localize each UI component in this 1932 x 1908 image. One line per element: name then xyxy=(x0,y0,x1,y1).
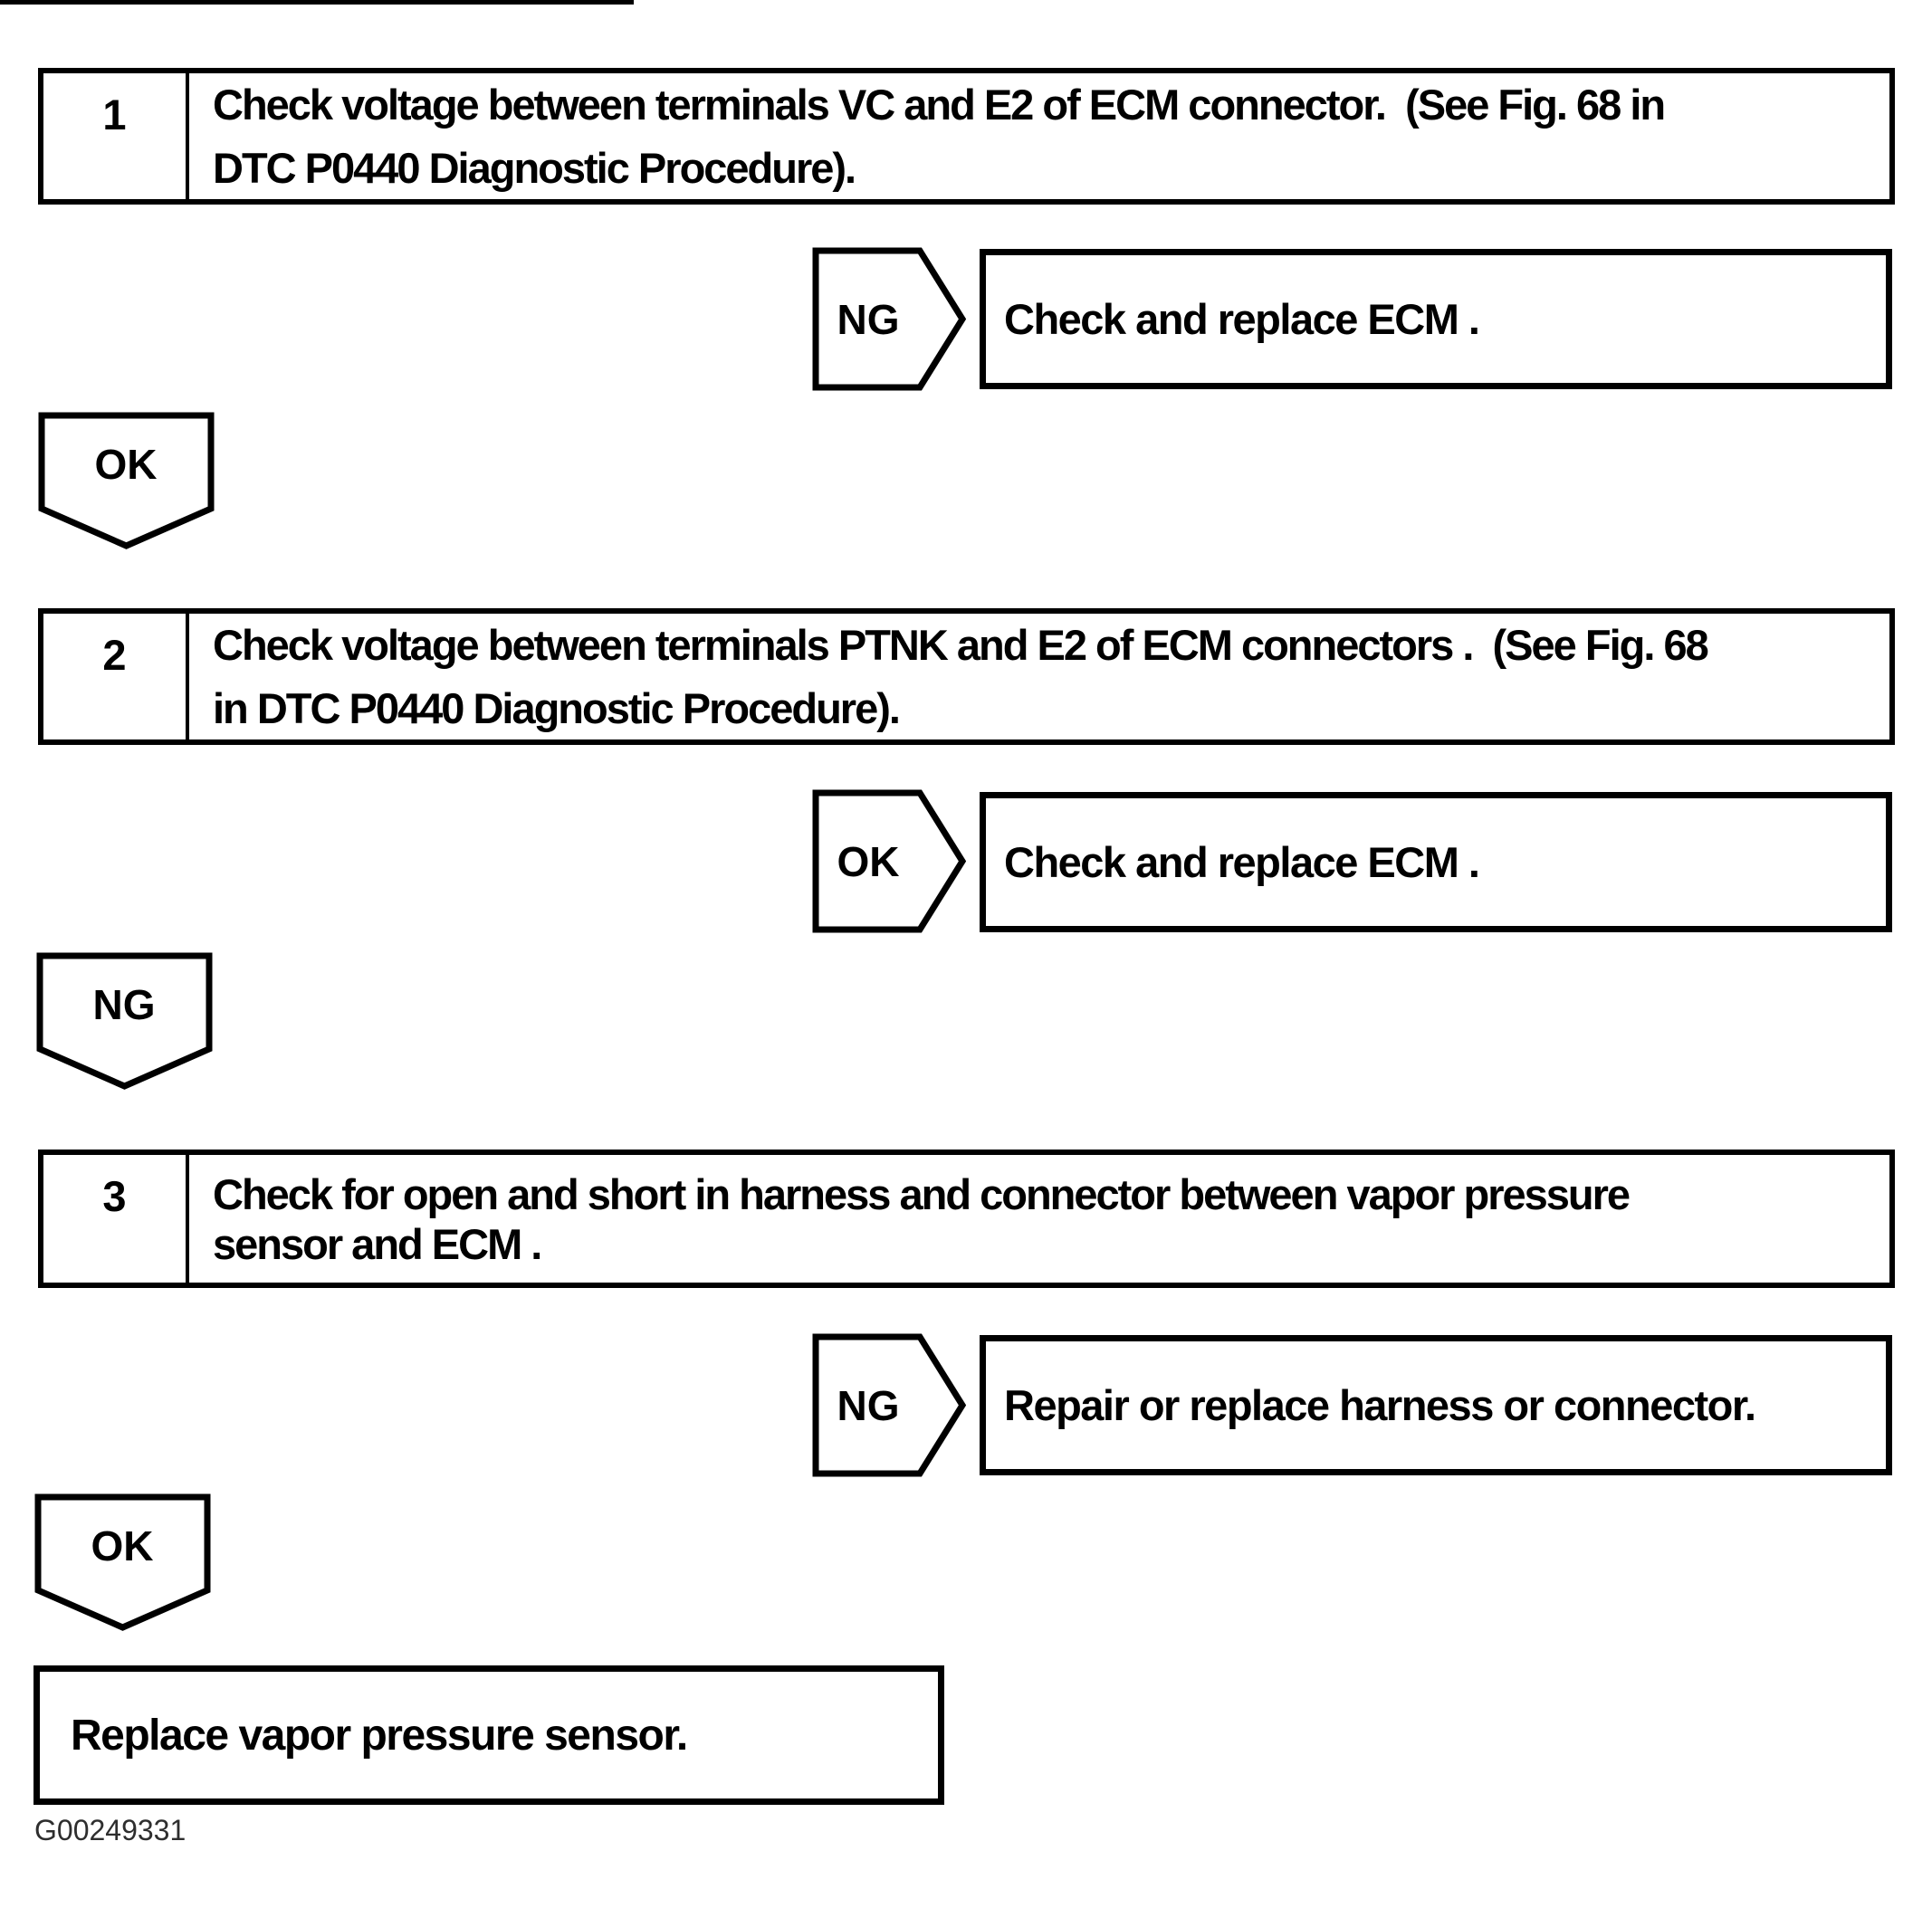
ok-connector-shape-1 xyxy=(38,412,215,549)
ng-arrow-pentagon-1: NG xyxy=(812,247,966,391)
ok-arrow-shape-2 xyxy=(812,789,966,933)
step-2-number: 2 xyxy=(43,614,189,739)
ng-arrow-shape-3 xyxy=(812,1333,966,1477)
step-3-number: 3 xyxy=(43,1155,189,1283)
step-3-box: 3 Check for open and short in harness an… xyxy=(38,1150,1895,1288)
scan-edge-mark xyxy=(0,0,634,5)
final-action-box: Replace vapor pressure sensor. xyxy=(33,1665,944,1805)
connector-2-label: NG xyxy=(93,981,156,1028)
step-3-text: Check for open and short in harness and … xyxy=(213,1169,1631,1268)
ng-connector-shape-2 xyxy=(36,952,213,1090)
branch-3-label: NG xyxy=(837,1382,900,1429)
connector-3-label: OK xyxy=(91,1522,154,1569)
ok-connector-pentagon-3: OK xyxy=(34,1493,211,1631)
step-2-text: Check voltage between terminals PTNK and… xyxy=(213,620,1709,732)
branch-1-label: NG xyxy=(837,296,900,343)
final-action-text: Replace vapor pressure sensor. xyxy=(71,1711,688,1760)
result-1-box: Check and replace ECM . xyxy=(980,249,1892,389)
step-1-text: Check voltage between terminals VC and E… xyxy=(213,80,1666,192)
branch-2-label: OK xyxy=(837,838,900,885)
result-2-box: Check and replace ECM . xyxy=(980,792,1892,932)
result-3-text: Repair or replace harness or connector. xyxy=(1004,1381,1756,1429)
result-1-text: Check and replace ECM . xyxy=(1004,295,1480,343)
ok-arrow-pentagon-2: OK xyxy=(812,789,966,933)
ok-connector-pentagon-1: OK xyxy=(38,412,215,549)
result-2-text: Check and replace ECM . xyxy=(1004,838,1480,886)
step-1-box: 1 Check voltage between terminals VC and… xyxy=(38,68,1895,205)
step-2-text-cell: Check voltage between terminals PTNK and… xyxy=(189,614,1889,739)
result-3-box: Repair or replace harness or connector. xyxy=(980,1335,1892,1475)
step-1-number: 1 xyxy=(43,73,189,199)
ng-arrow-shape-1 xyxy=(812,247,966,391)
ng-connector-pentagon-2: NG xyxy=(36,952,213,1090)
connector-1-label: OK xyxy=(95,441,158,488)
step-1-text-cell: Check voltage between terminals VC and E… xyxy=(189,73,1889,199)
figure-code: G00249331 xyxy=(34,1814,187,1846)
ok-connector-shape-3 xyxy=(34,1493,211,1631)
ng-arrow-pentagon-3: NG xyxy=(812,1333,966,1477)
step-2-box: 2 Check voltage between terminals PTNK a… xyxy=(38,608,1895,745)
step-3-text-cell: Check for open and short in harness and … xyxy=(189,1155,1889,1283)
